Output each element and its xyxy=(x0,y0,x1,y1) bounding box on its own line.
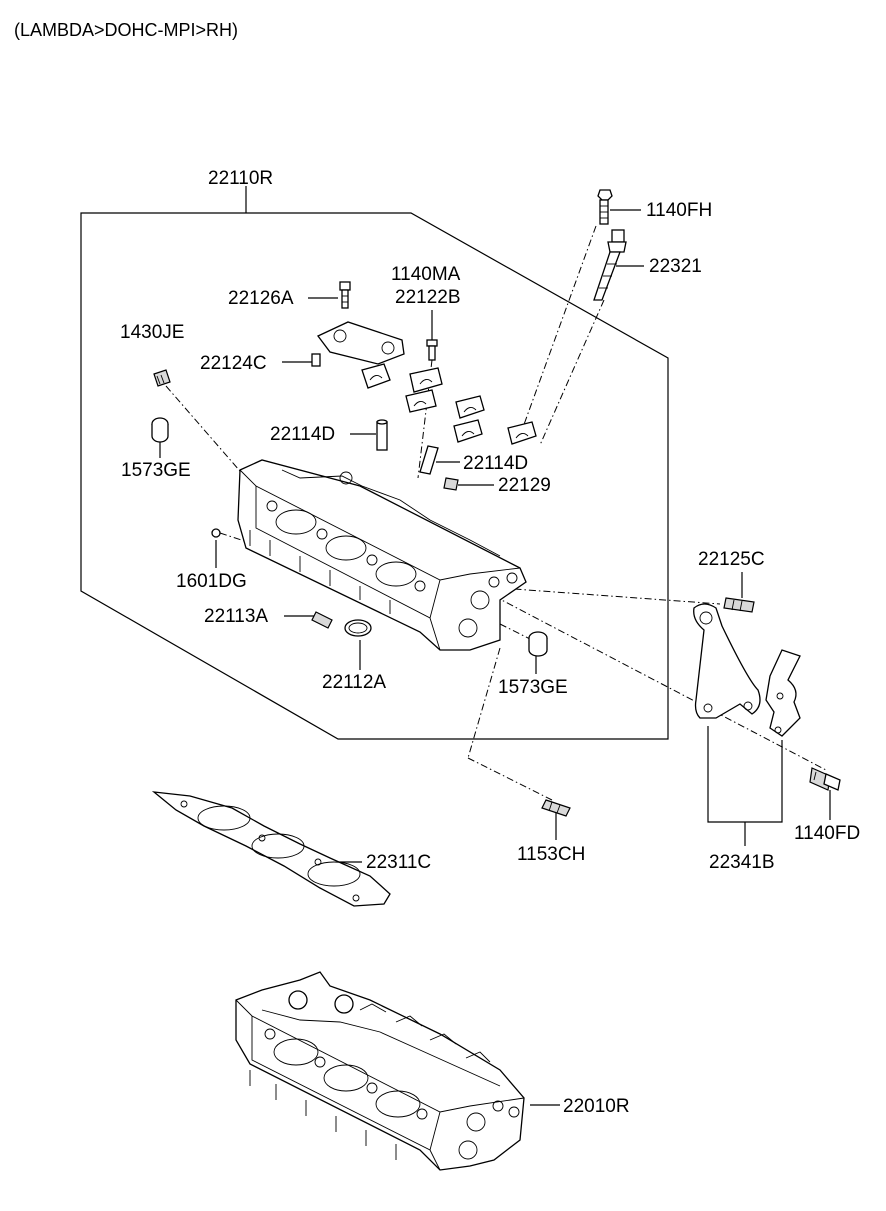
bracket-icon-22341B-plate[interactable] xyxy=(765,649,801,737)
bearing-cap-icon-22124C-rail[interactable] xyxy=(311,321,405,367)
cylinder-head-icon-22110R[interactable] xyxy=(237,459,527,651)
plug-icon-1573GE-right[interactable] xyxy=(528,631,548,657)
label-1430JE[interactable]: 1430JE xyxy=(120,322,184,343)
bolt-icon-22126A[interactable] xyxy=(339,281,351,309)
label-22114D-left[interactable]: 22114D xyxy=(270,424,335,445)
label-1140MA[interactable]: 1140MA xyxy=(391,264,461,285)
label-1573GE-left[interactable]: 1573GE xyxy=(121,460,191,481)
bearing-cap-icon-set[interactable] xyxy=(361,363,537,445)
assembly-frame-22110R xyxy=(80,186,669,740)
bolt-icon-22321[interactable] xyxy=(593,229,627,301)
bolt-icon-1140FH[interactable] xyxy=(597,189,613,225)
label-22113A[interactable]: 22113A xyxy=(204,606,268,627)
label-22122B[interactable]: 22122B xyxy=(395,287,461,308)
gasket-icon-22311C[interactable] xyxy=(151,791,391,907)
seal-ring-icon-22112A[interactable] xyxy=(344,619,372,637)
label-22114D-right[interactable]: 22114D xyxy=(463,453,528,474)
stud-icon-22125C[interactable] xyxy=(723,597,755,613)
plug-icon-1573GE-left[interactable] xyxy=(151,417,169,443)
label-22129[interactable]: 22129 xyxy=(498,475,551,496)
pin-icon-1601DG[interactable] xyxy=(211,528,221,538)
label-22125C[interactable]: 22125C xyxy=(698,549,765,570)
bolt-icon-1140MA[interactable] xyxy=(426,339,438,361)
dowel-pin-icon-22114D-left[interactable] xyxy=(376,419,388,451)
label-22010R[interactable]: 22010R xyxy=(563,1096,630,1117)
label-1573GE-right[interactable]: 1573GE xyxy=(498,677,568,698)
dowel-pin-icon-22114D-right[interactable] xyxy=(419,445,439,475)
plug-icon-1430JE[interactable] xyxy=(153,369,171,387)
label-1153CH[interactable]: 1153CH xyxy=(517,844,585,865)
label-22321[interactable]: 22321 xyxy=(649,256,702,277)
diagram-title: (LAMBDA>DOHC-MPI>RH) xyxy=(14,20,238,40)
label-1601DG[interactable]: 1601DG xyxy=(176,571,247,592)
label-22124C[interactable]: 22124C xyxy=(200,353,267,374)
stud-icon-1153CH[interactable] xyxy=(541,799,571,817)
bracket-icon-22341B-main[interactable] xyxy=(693,603,761,719)
label-22110R[interactable]: 22110R xyxy=(208,168,273,189)
label-1140FH[interactable]: 1140FH xyxy=(646,200,712,221)
label-22311C[interactable]: 22311C xyxy=(366,852,431,873)
label-22126A[interactable]: 22126A xyxy=(228,288,294,309)
dowel-icon-22113A[interactable] xyxy=(311,611,333,629)
spring-icon-22129[interactable] xyxy=(443,477,459,491)
label-22341B[interactable]: 22341B xyxy=(709,852,775,873)
label-22112A[interactable]: 22112A xyxy=(322,672,386,693)
cylinder-head-icon-22010R[interactable] xyxy=(235,971,525,1171)
label-1140FD[interactable]: 1140FD xyxy=(794,823,860,844)
bolt-icon-1140FD[interactable] xyxy=(809,767,841,791)
